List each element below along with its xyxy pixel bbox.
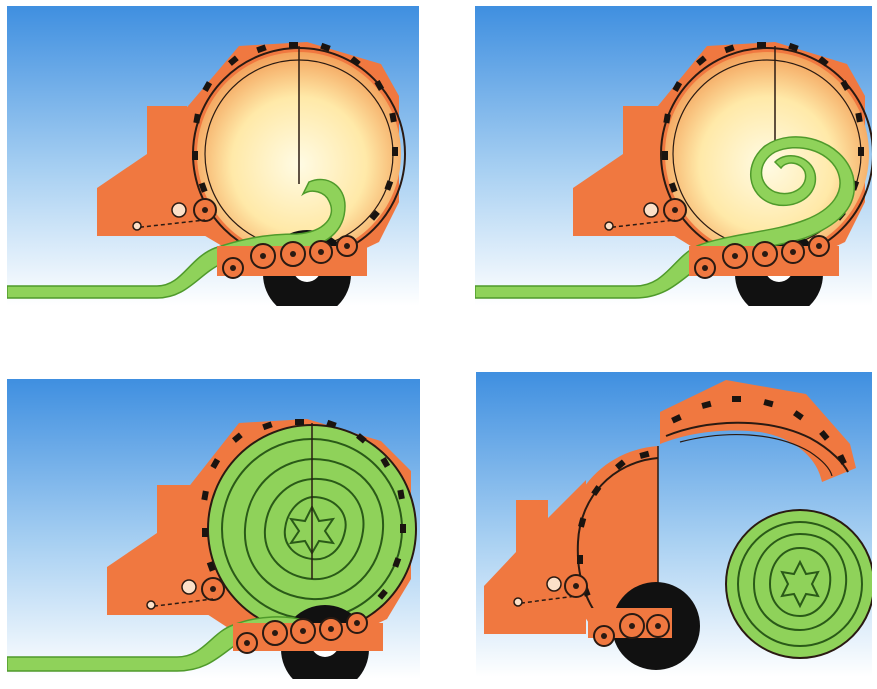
bale-full xyxy=(208,423,416,633)
panel-stage-core-forming xyxy=(475,6,872,306)
panel-stage-feeding xyxy=(7,6,419,306)
ejected-bale xyxy=(726,510,872,658)
panel-stage-bale-ejected xyxy=(476,372,872,677)
panel-stage-chamber-full xyxy=(7,379,420,679)
